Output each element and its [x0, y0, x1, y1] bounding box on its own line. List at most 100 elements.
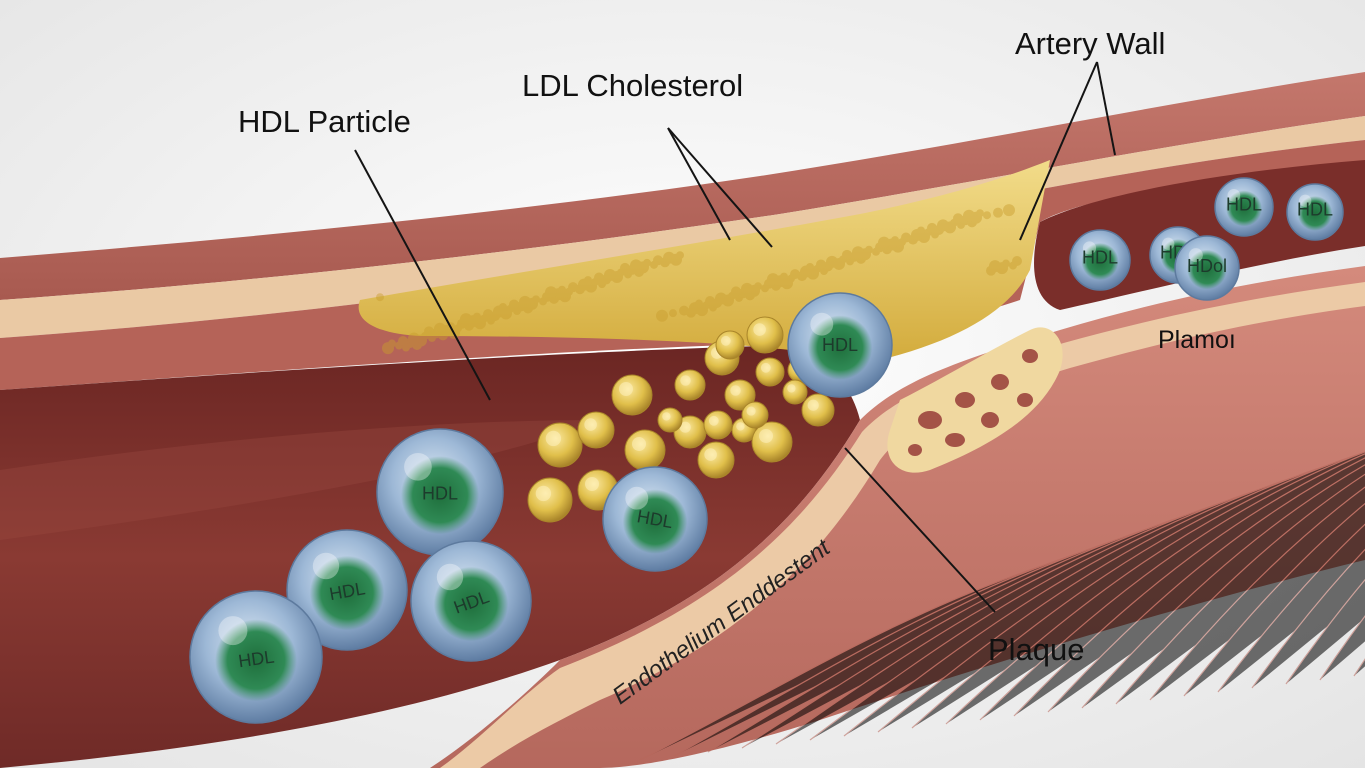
ldl-particle — [611, 374, 653, 416]
ldl-particle — [741, 401, 769, 429]
muscle-fiber — [1149, 486, 1365, 701]
muscle-fiber — [1353, 658, 1365, 677]
ldl-particle — [674, 369, 706, 401]
ldl-particle-highlight — [619, 382, 633, 396]
cholesterol-granule — [728, 291, 736, 300]
cholesterol-granule — [989, 260, 1001, 273]
leader-ldl-1 — [667, 127, 731, 241]
cholesterol-granule — [431, 328, 441, 339]
hdl-particle: HDL — [410, 540, 532, 662]
cholesterol-granule — [813, 265, 821, 274]
cholesterol-granule — [715, 292, 727, 305]
hdl-highlight — [1162, 237, 1175, 250]
cholesterol-granule — [532, 295, 540, 304]
cholesterol-granule — [549, 293, 559, 304]
cholesterol-granule — [996, 262, 1008, 275]
ldl-particle-highlight — [704, 448, 717, 461]
label-artery-wall: Artery Wall — [1015, 26, 1165, 61]
cholesterol-granule — [931, 230, 939, 239]
artery-wall-top-outer — [0, 72, 1365, 300]
cholesterol-granule — [856, 253, 866, 264]
ldl-particle-cluster — [527, 316, 835, 523]
cholesterol-granule — [558, 285, 566, 294]
cholesterol-granule — [780, 272, 788, 281]
cholesterol-granule — [552, 288, 564, 301]
cholesterol-granule — [493, 305, 505, 318]
ldl-particle-highlight — [753, 323, 766, 336]
leader-artery-1 — [1019, 61, 1098, 241]
hdl-label: HDL — [822, 335, 858, 355]
cholesterol-granule — [660, 257, 670, 268]
cholesterol-granule — [545, 286, 557, 299]
cholesterol-granule — [656, 309, 668, 322]
cholesterol-granule — [993, 207, 1003, 218]
cholesterol-granule — [663, 251, 675, 264]
cholesterol-granule — [781, 277, 793, 290]
cholesterol-granule — [382, 342, 394, 355]
cholesterol-granule — [882, 244, 892, 255]
hdl-highlight — [625, 486, 649, 510]
cholesterol-granule — [513, 307, 521, 316]
cholesterol-granule — [842, 249, 852, 260]
cholesterol-granule — [624, 270, 632, 279]
cholesterol-granule — [376, 293, 384, 302]
ldl-particle-highlight — [584, 418, 597, 431]
cholesterol-granule — [601, 274, 611, 285]
cholesterol-granule — [1003, 204, 1015, 217]
hdl-highlight — [312, 552, 340, 580]
cholesterol-granule — [454, 324, 462, 333]
ldl-particle — [715, 330, 745, 360]
cholesterol-granule — [591, 278, 599, 287]
hdl-highlight — [1299, 194, 1312, 207]
cholesterol-granule — [816, 259, 826, 270]
cholesterol-granule — [986, 265, 996, 276]
hdl-core — [807, 315, 873, 380]
cholesterol-granule — [934, 224, 944, 235]
leader-plaque — [844, 447, 996, 613]
cholesterol-granule — [483, 309, 493, 320]
hdl-particle: HDol — [1174, 235, 1240, 301]
cholesterol-granule — [754, 282, 762, 291]
muscle-fiber — [1319, 615, 1365, 681]
ldl-particle — [697, 441, 735, 479]
hdl-core — [1297, 196, 1333, 231]
cholesterol-granule — [918, 231, 930, 244]
cholesterol-granule — [490, 311, 500, 322]
cholesterol-granule — [696, 304, 708, 317]
cholesterol-granule — [709, 303, 717, 312]
cholesterol-granule — [846, 257, 854, 266]
cholesterol-granule — [637, 261, 649, 274]
cholesterol-granule — [953, 213, 963, 224]
cholesterol-granule — [611, 271, 623, 284]
cholesterol-granule — [388, 339, 396, 348]
cholesterol-granule — [767, 273, 779, 286]
cholesterol-granule — [859, 248, 871, 261]
muscle-fiber — [1183, 503, 1365, 697]
cholesterol-granule — [428, 333, 436, 342]
cholesterol-granule — [820, 267, 828, 276]
cholesterol-granule — [722, 294, 734, 307]
cholesterol-granule — [460, 313, 472, 326]
hdl-label: HDL — [1082, 248, 1118, 268]
leader-lines — [354, 61, 1116, 613]
cholesterol-granule — [630, 259, 642, 272]
label-hdl-particle: HDL Particle — [238, 104, 411, 139]
hdl-core — [1081, 242, 1119, 281]
cholesterol-granule — [653, 255, 663, 266]
cholesterol-granule — [826, 255, 838, 268]
cholesterol-granule — [676, 251, 684, 260]
leader-ldl-2 — [667, 127, 773, 248]
leader-artery-2 — [1096, 61, 1116, 156]
hdl-particle: HDL — [286, 529, 408, 651]
cholesterol-granule — [963, 209, 975, 222]
ldl-particle — [703, 410, 733, 440]
hdl-highlight — [404, 452, 432, 481]
muscle-fiber — [1115, 473, 1365, 705]
intima-layer-top — [0, 116, 1365, 338]
cholesterol-granule — [1002, 259, 1010, 268]
cholesterol-granule — [415, 334, 427, 347]
cholesterol-granule — [575, 284, 585, 295]
ldl-particle — [755, 357, 785, 387]
cholesterol-granule — [578, 278, 590, 291]
